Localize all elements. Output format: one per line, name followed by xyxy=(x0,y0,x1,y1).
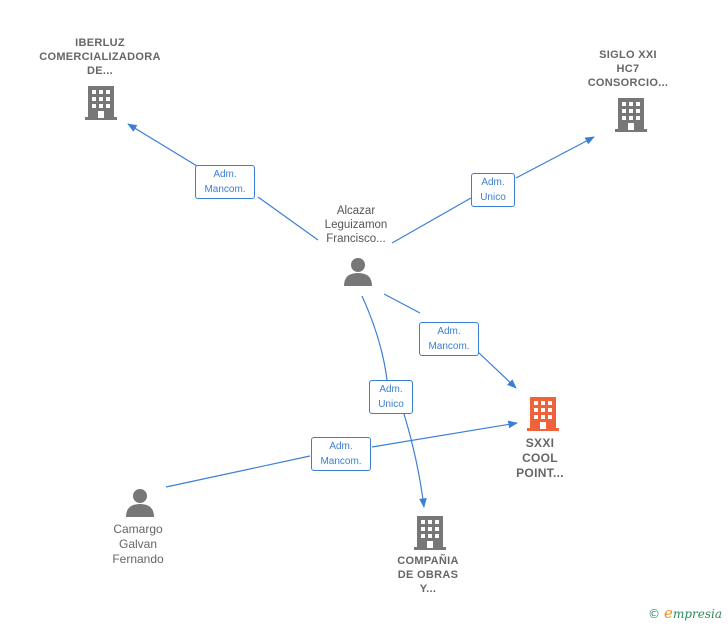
building-icon xyxy=(414,516,446,550)
empresia-logo-initial: e xyxy=(664,604,673,622)
node-label-alcazar[interactable]: Alcazar Leguizamon Francisco... xyxy=(324,205,388,245)
edge-label-alcazar-sxxi[interactable]: Adm. Mancom. xyxy=(419,322,479,356)
empresia-watermark: ©empresia xyxy=(648,604,722,622)
person-icon-camargo[interactable] xyxy=(125,487,155,522)
person-icon xyxy=(344,258,372,286)
edge-label-alcazar-iberluz[interactable]: Adm. Mancom. xyxy=(195,165,255,199)
person-icon-alcazar[interactable] xyxy=(343,256,373,291)
building-icon-compania[interactable] xyxy=(414,515,446,556)
node-label-camargo[interactable]: Camargo Galvan Fernando xyxy=(112,522,164,566)
building-icon xyxy=(85,86,117,120)
edge-label-alcazar-siglo[interactable]: Adm. Unico xyxy=(471,173,515,207)
edge-alcazar-iberluz xyxy=(128,124,319,241)
node-label-sxxi[interactable]: SXXI COOL POINT... xyxy=(516,436,564,480)
edge-alcazar-siglo xyxy=(391,137,594,244)
edge-label-camargo-sxxi[interactable]: Adm. Mancom. xyxy=(311,437,371,471)
building-icon-iberluz[interactable] xyxy=(85,85,117,126)
edge-alcazar-compania xyxy=(361,295,424,507)
copyright-symbol: © xyxy=(648,607,661,621)
building-icon-siglo[interactable] xyxy=(615,97,647,138)
node-label-siglo[interactable]: SIGLO XXI HC7 CONSORCIO... xyxy=(587,49,669,89)
edge-camargo-sxxi xyxy=(165,423,517,488)
building-icon-sxxi[interactable] xyxy=(527,396,559,437)
edge-alcazar-sxxi xyxy=(383,293,516,388)
empresia-logo-text: mpresia xyxy=(672,607,722,621)
building-icon xyxy=(615,98,647,132)
edge-label-alcazar-compania[interactable]: Adm. Unico xyxy=(369,380,413,414)
building-icon xyxy=(527,397,559,431)
node-label-compania[interactable]: COMPAÑIA DE OBRAS Y... xyxy=(397,555,459,595)
node-label-iberluz[interactable]: IBERLUZ COMERCIALIZADORA DE... xyxy=(39,37,161,77)
person-icon xyxy=(126,489,154,517)
